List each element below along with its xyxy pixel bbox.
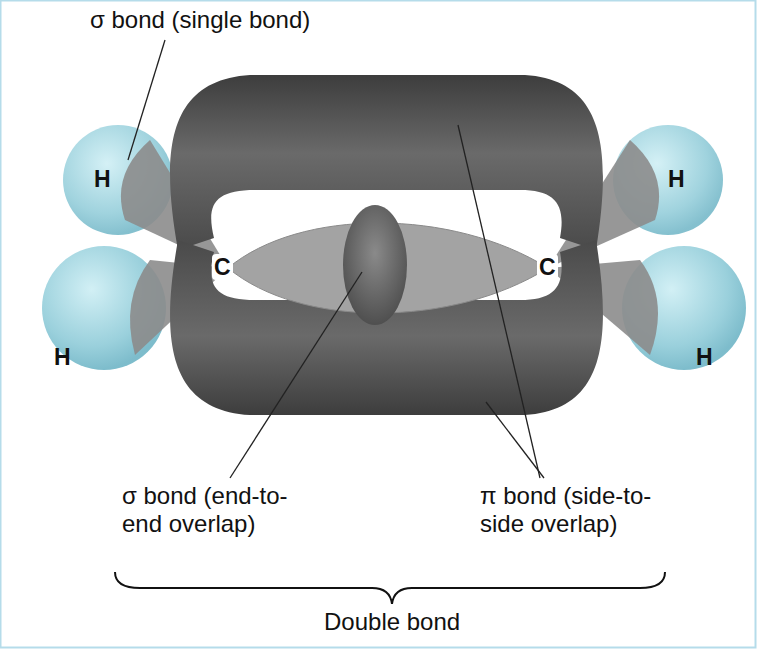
atom-label: C xyxy=(537,254,558,280)
brace-caption: Double bond xyxy=(324,608,460,636)
bond-caption: σ bond (end-to-end overlap) xyxy=(122,482,322,537)
atom-label: H xyxy=(92,166,113,192)
bond-caption: σ bond (single bond) xyxy=(90,6,310,34)
atom-label: H xyxy=(52,344,73,370)
leader-lines xyxy=(128,40,544,478)
atom-label: C xyxy=(212,254,233,280)
double-bond-brace xyxy=(115,572,665,604)
atom-label: H xyxy=(666,166,687,192)
bond-caption: π bond (side-to-side overlap) xyxy=(480,482,690,537)
sigma-overlap-center xyxy=(343,205,407,325)
atom-label: H xyxy=(694,344,715,370)
